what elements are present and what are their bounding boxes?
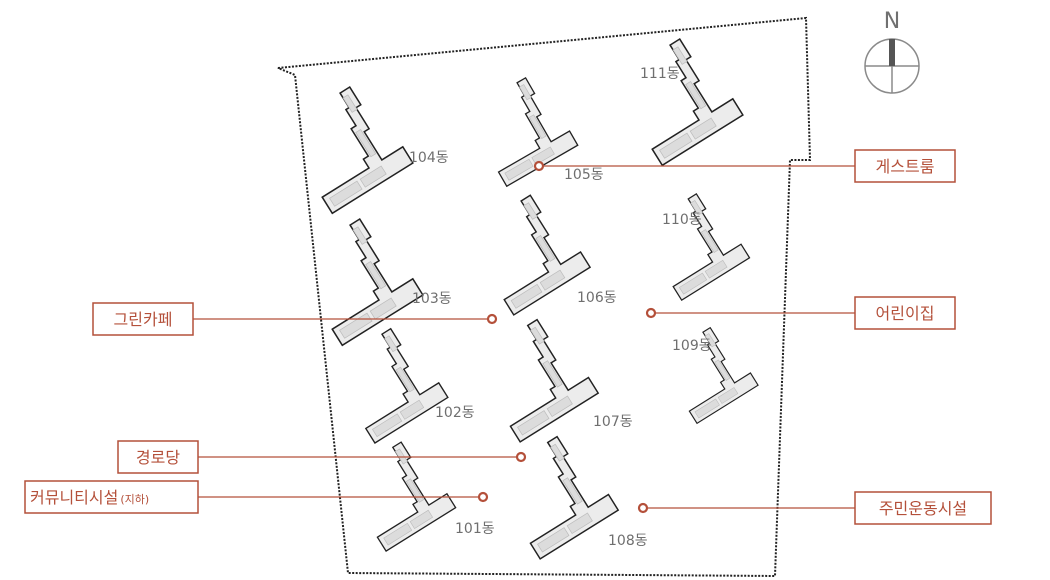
building-unit (704, 333, 717, 348)
label-box-daycare (854, 296, 956, 330)
facility-callouts: 게스트룸 그린카페 어린이집 경로당 (24, 149, 992, 525)
building-unit (717, 387, 739, 404)
site-boundary (277, 16, 812, 578)
building-label-103: 103동 (412, 291, 452, 307)
callout-daycare: 어린이집 (645, 296, 956, 330)
building-unit (359, 165, 387, 188)
building-106 (503, 194, 592, 316)
marker-fitness (637, 502, 649, 514)
label-green-cafe: 그린카페 (114, 310, 173, 329)
building-label-102: 102동 (435, 405, 475, 421)
building-unit (365, 261, 387, 290)
building-111 (651, 37, 744, 167)
callout-community: 커뮤니티시설(지하) (24, 480, 489, 514)
building-label-104: 104동 (409, 150, 449, 166)
building-unit (566, 512, 593, 535)
building-unit (329, 180, 363, 207)
building-unit (405, 478, 425, 503)
label-daycare: 어린이집 (876, 304, 935, 323)
building-unit (701, 229, 719, 253)
building-unit (409, 509, 434, 529)
building-unit (562, 477, 583, 505)
building-label-107: 107동 (593, 414, 633, 430)
callout-fitness: 주민운동시설 (637, 491, 992, 525)
label-box-guestroom (854, 149, 956, 183)
label-box-community (24, 480, 199, 514)
building-unit (694, 398, 720, 419)
building-unit (399, 399, 425, 420)
building-unit (542, 360, 563, 388)
label-guestroom: 게스트룸 (876, 157, 935, 176)
building-unit (517, 410, 550, 436)
building-unit (678, 272, 708, 295)
building-unit (546, 395, 573, 418)
building-104 (321, 85, 414, 215)
compass: N (864, 9, 920, 94)
building-unit (531, 146, 555, 166)
label-box-fitness (854, 491, 992, 525)
building-label-108: 108동 (608, 533, 648, 549)
callout-guestroom: 게스트룸 (533, 149, 956, 183)
building-101 (376, 441, 457, 553)
label-fitness: 주민운동시설 (879, 499, 967, 518)
building-108 (529, 435, 620, 560)
building-107 (509, 318, 600, 443)
marker-guestroom (533, 160, 545, 172)
marker-community (477, 491, 489, 503)
building-unit (704, 259, 728, 279)
building-unit (689, 117, 717, 140)
building-unit (384, 335, 398, 353)
building-unit (672, 46, 688, 65)
building-label-105: 105동 (564, 167, 604, 183)
callout-senior-center: 경로당 (117, 440, 527, 474)
label-senior-center: 경로당 (136, 448, 180, 467)
building-unit (659, 132, 693, 159)
building-unit (369, 297, 397, 320)
marker-green-cafe (486, 313, 498, 325)
building-unit (352, 226, 368, 245)
building-unit (383, 522, 413, 546)
label-box-senior-center (117, 440, 199, 474)
building-unit (539, 269, 566, 291)
building-unit (528, 114, 547, 140)
building-label-101: 101동 (455, 521, 495, 537)
buildings-layer (321, 37, 759, 560)
label-box-green-cafe (92, 302, 194, 336)
building-unit (519, 84, 532, 101)
marker-senior-center (515, 451, 527, 463)
building-unit (685, 81, 707, 110)
compass-north-label: N (884, 9, 900, 34)
building-unit (355, 129, 377, 158)
building-110 (672, 192, 751, 302)
building-103 (331, 217, 424, 347)
building-unit (510, 283, 543, 309)
building-unit (530, 326, 545, 345)
marker-daycare (645, 307, 657, 319)
building-109 (688, 326, 759, 425)
label-community: 커뮤니티시설 (30, 488, 118, 507)
building-label-110: 110동 (662, 212, 702, 228)
building-unit (395, 366, 415, 393)
label-community-wrapper: 커뮤니티시설(지하) (30, 488, 149, 507)
building-unit (690, 199, 703, 216)
building-unit (535, 235, 556, 262)
building-unit (523, 202, 538, 220)
building-unit (550, 443, 565, 462)
building-unit (714, 359, 731, 381)
building-unit (371, 413, 403, 438)
building-label-106: 106동 (577, 290, 617, 306)
building-labels: 101동 102동 103동 104동 105동 106동 107동 108동 … (409, 66, 712, 549)
building-unit (342, 94, 358, 113)
building-unit (504, 158, 534, 181)
building-105 (497, 76, 579, 188)
building-unit (537, 527, 570, 553)
label-community-sub: (지하) (120, 492, 149, 506)
building-label-109: 109동 (672, 338, 712, 354)
building-label-111: 111동 (640, 66, 680, 82)
building-102 (364, 327, 449, 444)
callout-green-cafe: 그린카페 (92, 302, 498, 336)
